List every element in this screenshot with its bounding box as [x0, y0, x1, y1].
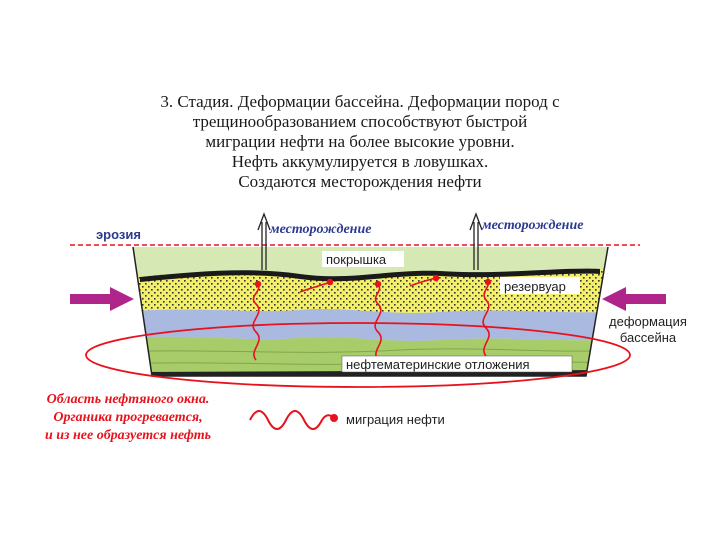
cap-rock-label: покрышка	[326, 252, 387, 267]
oil-window-line1: Область нефтяного окна.	[47, 392, 210, 407]
migration-legend-label: миграция нефти	[346, 412, 445, 427]
reservoir-label: резервуар	[504, 279, 566, 294]
wave-icon	[250, 411, 334, 429]
deformation-label-line1: деформация	[609, 314, 687, 329]
blue-layer	[120, 309, 620, 341]
oil-window-line2: Органика прогревается,	[53, 410, 202, 425]
oil-window-line3: и из нее образуется нефть	[45, 428, 211, 443]
deposit-right-label: месторождение	[481, 218, 583, 233]
arrow-right-icon	[70, 287, 134, 311]
source-rocks-label: нефтематеринские отложения	[346, 357, 530, 372]
erosion-label: эрозия	[96, 227, 141, 242]
deposit-left-label: месторождение	[269, 222, 371, 237]
deformation-label-line2: бассейна	[620, 330, 677, 345]
arrow-left-icon	[602, 287, 666, 311]
